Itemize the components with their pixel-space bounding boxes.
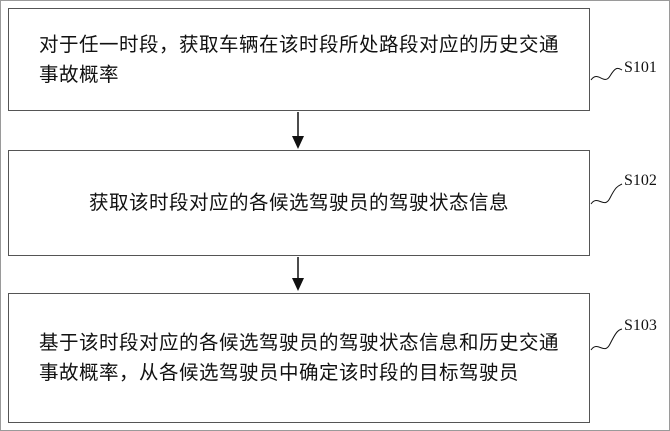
- leader-line-s103: [590, 328, 623, 351]
- arrow-head-2: [292, 278, 304, 291]
- step-text-s103: 基于该时段对应的各候选驾驶员的驾驶状态信息和历史交通 事故概率，从各候选驾驶员中…: [39, 328, 559, 388]
- step-box-s101: 对于任一时段，获取车辆在该时段所处路段对应的历史交通 事故概率: [8, 8, 590, 111]
- leader-line-s101: [590, 67, 623, 81]
- step-s103-line-1: 基于该时段对应的各候选驾驶员的驾驶状态信息和历史交通: [38, 331, 559, 354]
- arrow-head-1: [292, 136, 304, 149]
- step-label-s103: S103: [624, 317, 657, 334]
- step-box-s102: 获取该时段对应的各候选驾驶员的驾驶状态信息: [8, 150, 590, 256]
- step-text-s102: 获取该时段对应的各候选驾驶员的驾驶状态信息: [89, 188, 509, 218]
- leader-line-s102: [590, 183, 623, 205]
- step-s102-line-1: 获取该时段对应的各候选驾驶员的驾驶状态信息: [88, 191, 509, 214]
- step-label-s101: S101: [624, 59, 657, 76]
- step-s101-line-2: 事故概率: [38, 62, 119, 86]
- step-text-s101: 对于任一时段，获取车辆在该时段所处路段对应的历史交通 事故概率: [39, 30, 559, 90]
- step-s101-line-1: 对于任一时段，获取车辆在该时段所处路段对应的历史交通: [38, 32, 559, 56]
- step-s103-line-2: 事故概率，从各候选驾驶员中确定该时段的目标驾驶员: [38, 361, 519, 384]
- step-label-s102: S102: [624, 172, 657, 189]
- step-box-s103: 基于该时段对应的各候选驾驶员的驾驶状态信息和历史交通 事故概率，从各候选驾驶员中…: [8, 293, 590, 423]
